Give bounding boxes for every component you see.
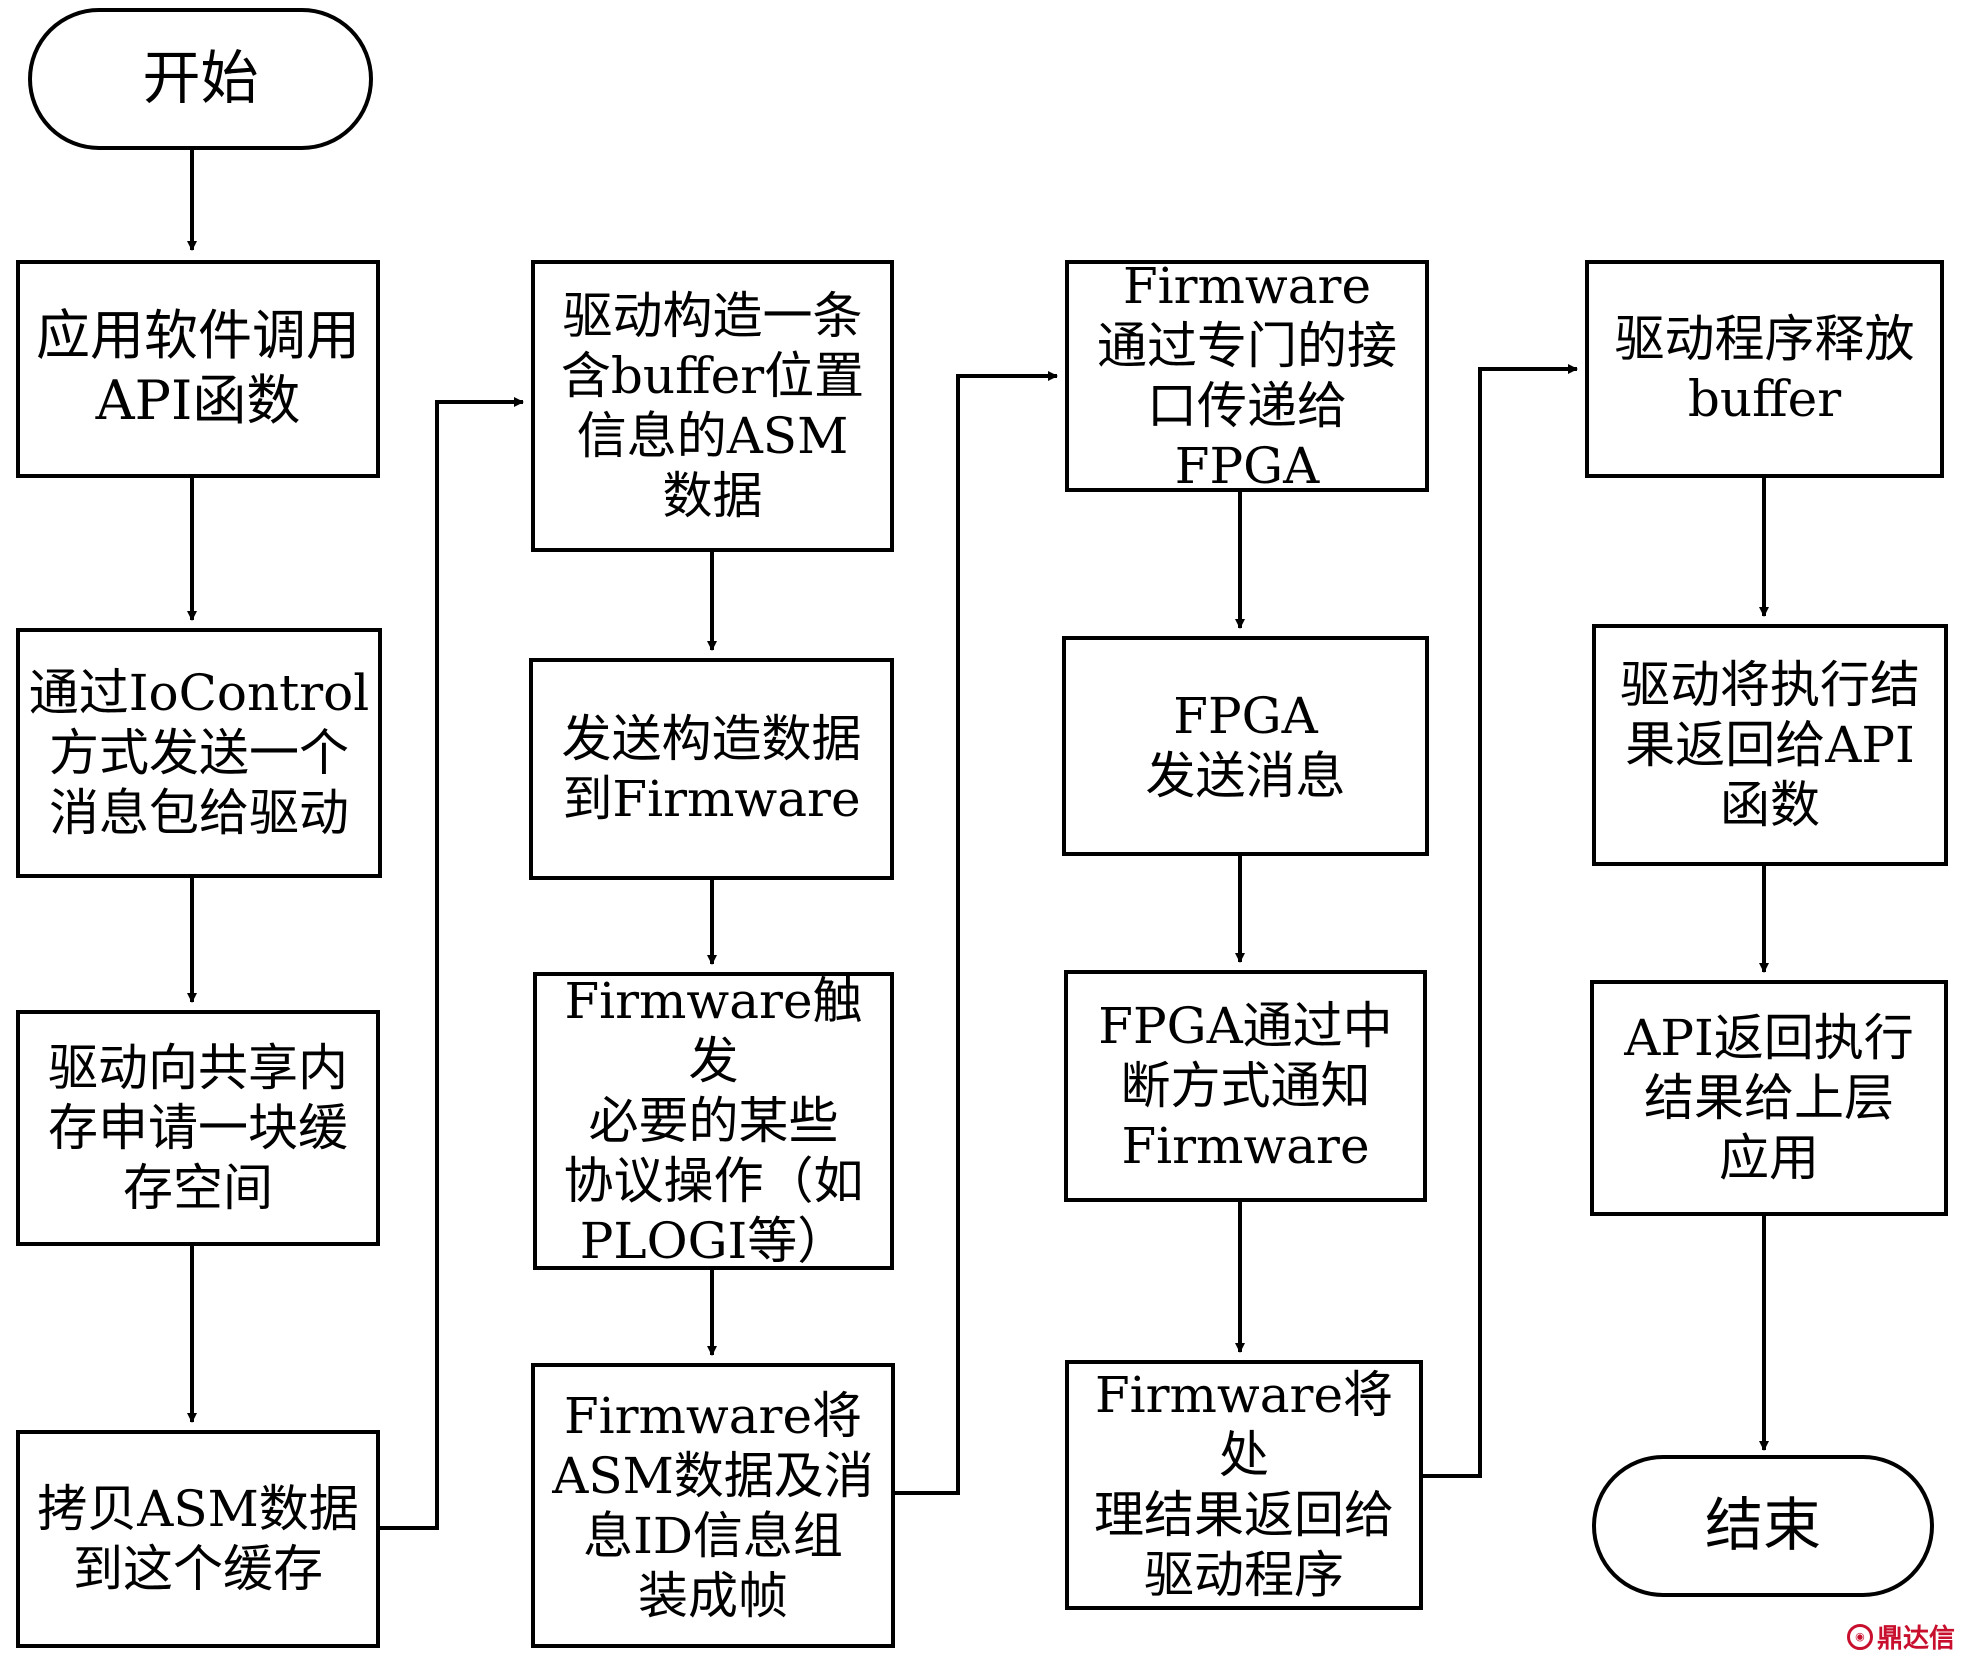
arrow-c1-4-to-c2-1 (380, 397, 524, 1530)
watermark-text: 鼎达信 (1876, 1624, 1955, 1654)
arrow-c2-4-to-c3-1 (895, 371, 1058, 1495)
step-return-to-driver: Firmware将处理结果返回给驱动程序 (1065, 1360, 1423, 1610)
step-copy-asm-data: 拷贝ASM数据到这个缓存 (16, 1430, 380, 1648)
end-terminal: 结束 (1592, 1455, 1934, 1597)
arrow-c3-4-to-c4-1 (1423, 364, 1578, 1478)
end-label: 结束 (1704, 1491, 1821, 1560)
step-request-shared-buffer: 驱动向共享内存申请一块缓存空间 (16, 1010, 380, 1246)
step-api-return-to-app: API返回执行结果给上层应用 (1590, 980, 1948, 1216)
step-send-to-firmware: 发送构造数据到Firmware (529, 658, 894, 880)
start-terminal: 开始 (28, 8, 373, 150)
watermark: ◉ 鼎达信 (1846, 1618, 1955, 1655)
watermark-logo-icon: ◉ (1846, 1623, 1873, 1650)
start-label: 开始 (142, 44, 259, 113)
